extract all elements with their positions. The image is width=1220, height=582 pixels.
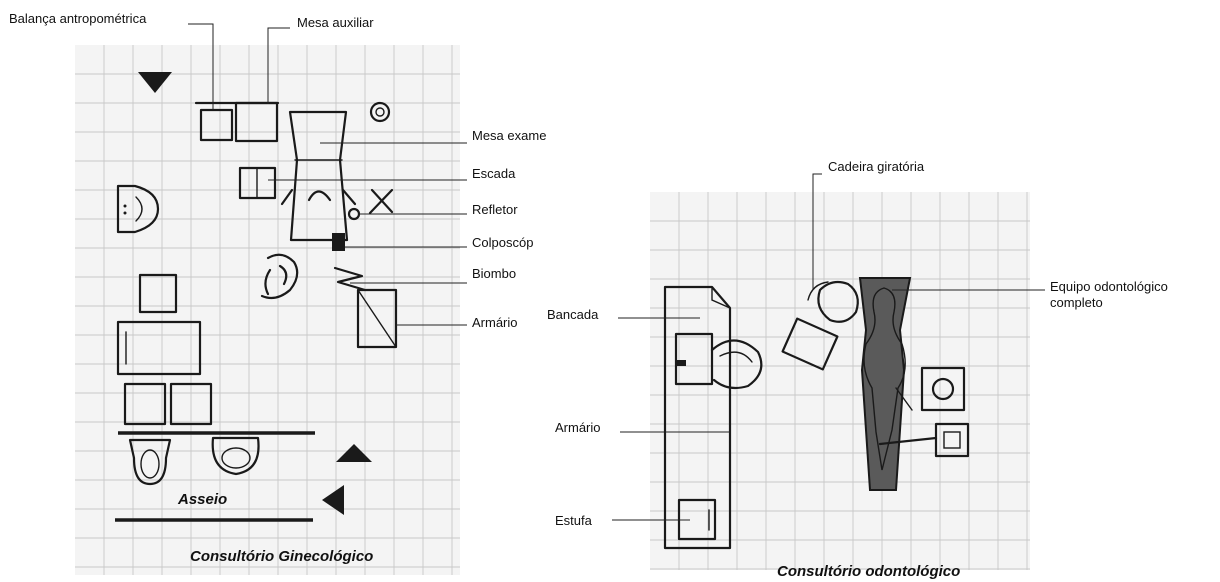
cabinet bbox=[356, 288, 398, 349]
gynecology-plan: Asseio Consultório Ginecológico Balança … bbox=[9, 11, 546, 575]
toilet-top bbox=[116, 184, 160, 234]
folding-screen bbox=[333, 266, 367, 292]
shower-left bbox=[123, 382, 167, 426]
reflector-arm bbox=[368, 188, 394, 215]
label-escada: Escada bbox=[472, 166, 516, 181]
leader-mesa-aux bbox=[267, 27, 290, 104]
bathroom-sink-basin bbox=[221, 447, 251, 469]
equipment-cabinet-circle bbox=[931, 377, 955, 401]
dental-sink bbox=[674, 332, 714, 386]
dental-counter-inner bbox=[711, 286, 731, 309]
exam-table-leg-right bbox=[341, 188, 357, 206]
cabinet-diagonal bbox=[357, 289, 397, 348]
label-equipo-line2: completo bbox=[1050, 295, 1103, 310]
doctor-stool-figure bbox=[260, 253, 299, 300]
label-refletor: Refletor bbox=[472, 202, 518, 217]
label-armario: Armário bbox=[472, 315, 518, 330]
dental-caption: Consultório odontológico bbox=[777, 563, 960, 580]
shower-right bbox=[169, 382, 213, 426]
waste-bin-inner bbox=[375, 107, 385, 117]
toilet-top-dot bbox=[123, 211, 127, 215]
equipment-cabinet bbox=[920, 366, 966, 412]
dental-plan: Consultório odontológico Cadeira giratór… bbox=[547, 159, 1168, 580]
refrigerator bbox=[116, 320, 202, 376]
equipment-unit-inner bbox=[943, 431, 961, 449]
leader-balanca bbox=[188, 23, 214, 110]
dental-counter bbox=[663, 285, 732, 550]
label-balanca: Balança antropométrica bbox=[9, 11, 147, 26]
patient-figure bbox=[863, 287, 906, 471]
exam-table-leg-left bbox=[280, 188, 294, 206]
bathroom-toilet-bowl bbox=[140, 449, 160, 479]
label-armario-dental: Armário bbox=[555, 420, 601, 435]
dentist-swivel-chair-inner bbox=[807, 281, 829, 301]
anthropometric-scale bbox=[199, 108, 234, 142]
colposcope bbox=[332, 233, 345, 251]
equipment-arm bbox=[878, 436, 938, 446]
leader-cadeira bbox=[812, 173, 822, 290]
label-mesa-aux: Mesa auxiliar bbox=[297, 15, 374, 30]
gyn-caption: Consultório Ginecológico bbox=[190, 548, 373, 565]
dental-stool-left bbox=[710, 339, 763, 390]
exam-table-cutout bbox=[307, 190, 332, 202]
bathroom-sink bbox=[211, 436, 260, 476]
bathroom-toilet bbox=[128, 438, 172, 486]
patient-arm-right bbox=[895, 387, 913, 411]
waste-bin-icon bbox=[369, 101, 391, 123]
triangle-marker-up bbox=[336, 444, 372, 462]
equipment-unit bbox=[934, 422, 970, 458]
label-bancada: Bancada bbox=[547, 307, 599, 322]
label-cadeira: Cadeira giratória bbox=[828, 159, 925, 174]
label-colposcopio: Colposcóp bbox=[472, 235, 533, 250]
instrument-tray bbox=[781, 317, 839, 371]
label-equipo-line1: Equipo odontológico bbox=[1050, 279, 1168, 294]
north-triangle-marker bbox=[138, 72, 172, 93]
label-estufa: Estufa bbox=[555, 513, 593, 528]
toilet-top-dot bbox=[123, 204, 127, 208]
dental-paper bbox=[650, 192, 1030, 570]
triangle-marker-left bbox=[322, 485, 344, 515]
dental-stool-left-inner bbox=[719, 351, 753, 363]
dental-faucet bbox=[676, 360, 686, 366]
auxiliary-table bbox=[234, 101, 279, 143]
label-mesa-exame: Mesa exame bbox=[472, 128, 546, 143]
asseio-label: Asseio bbox=[177, 491, 227, 508]
dentist-swivel-chair bbox=[817, 280, 859, 323]
toilet-top-seat bbox=[135, 196, 143, 222]
label-biombo: Biombo bbox=[472, 266, 516, 281]
storage-box bbox=[138, 273, 178, 314]
